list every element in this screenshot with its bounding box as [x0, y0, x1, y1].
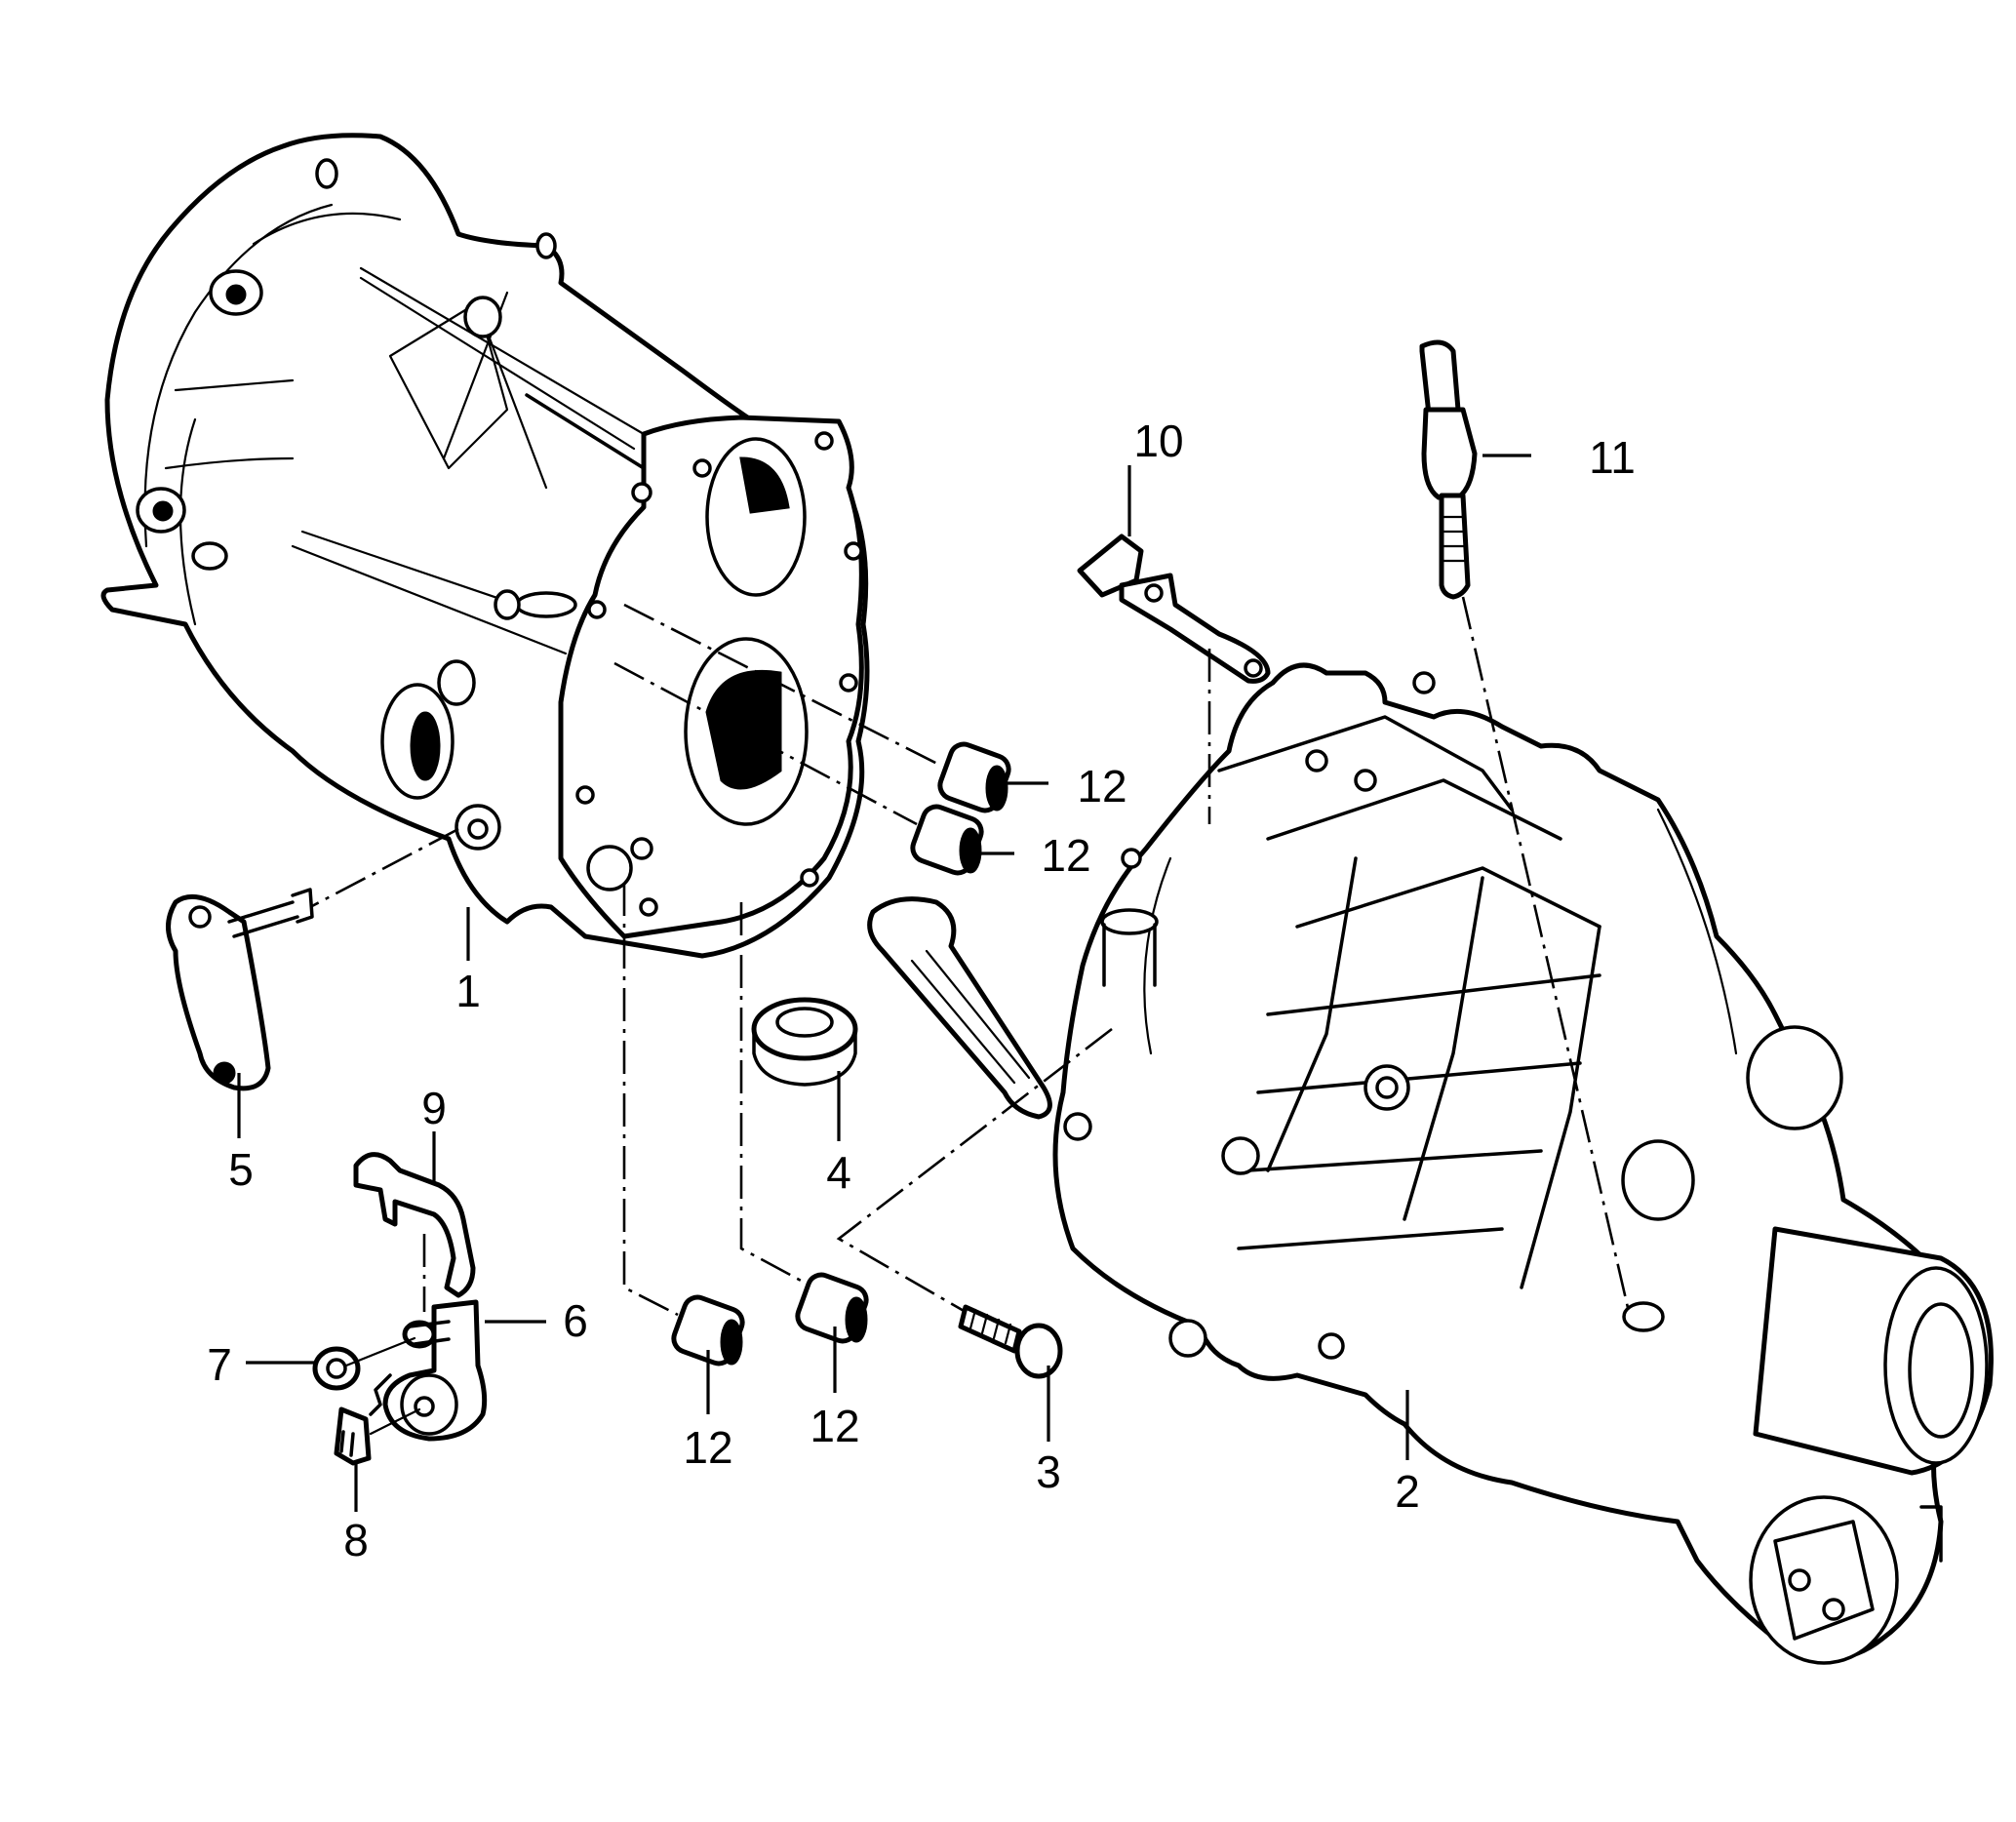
part-4-seal-ring: [751, 997, 858, 1087]
callout-12-d: 12: [810, 1401, 859, 1451]
callout-9: 9: [421, 1083, 447, 1133]
part-5-lever: [166, 888, 314, 1091]
needle-bearing-4: [795, 1272, 869, 1344]
callout-12-c: 12: [683, 1422, 732, 1473]
part-7-bushing: [312, 1346, 361, 1391]
part-11-switch: [1419, 339, 1478, 600]
part-10-bracket: [1077, 534, 1271, 684]
part-3-bolt: [958, 1304, 1063, 1379]
needle-bearing-2: [910, 804, 984, 876]
leader-lines: [237, 454, 1531, 1512]
assembly-lines: [309, 596, 1631, 1436]
callout-1: 1: [455, 966, 481, 1016]
part-6-selector-lever: [369, 1299, 488, 1442]
callout-2: 2: [1395, 1466, 1420, 1517]
callout-4: 4: [826, 1147, 851, 1198]
part-9-spring-bracket: [353, 1152, 476, 1298]
needle-bearing-3: [671, 1294, 745, 1366]
callout-11: 11: [1589, 432, 1636, 483]
shift-arm: [867, 896, 1052, 1120]
callout-3: 3: [1036, 1446, 1061, 1497]
callout-7: 7: [207, 1339, 232, 1390]
callout-10: 10: [1133, 416, 1183, 466]
callout-8: 8: [343, 1515, 369, 1565]
callout-labels: 1 2 3 4 5 6 7 8 9 10 11 12 12 12 12: [207, 416, 1636, 1565]
front-housing: [100, 133, 870, 959]
part-8-clip: [334, 1406, 372, 1466]
callout-12-b: 12: [1041, 830, 1090, 881]
callout-6: 6: [563, 1295, 588, 1346]
rear-case: [1052, 662, 1994, 1665]
callout-5: 5: [228, 1144, 254, 1195]
callout-12-a: 12: [1077, 761, 1127, 812]
needle-bearing-1: [937, 741, 1011, 813]
